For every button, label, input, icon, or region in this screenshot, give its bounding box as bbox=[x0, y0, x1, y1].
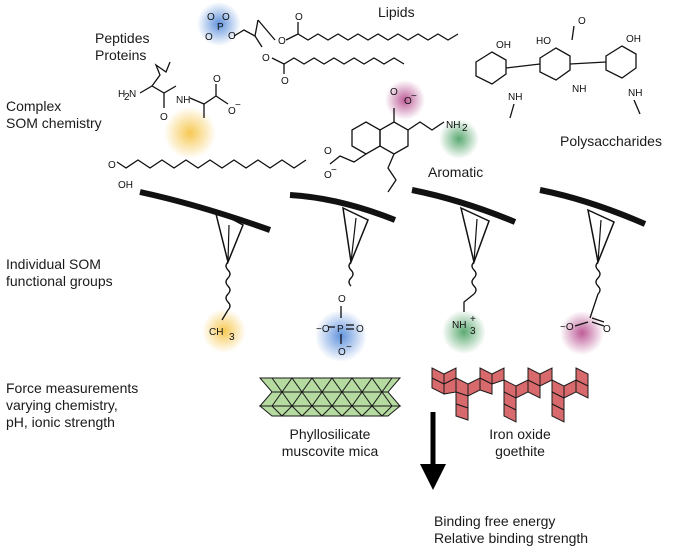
svg-text:NH: NH bbox=[446, 120, 460, 131]
cantilever-amine: NH 3 + bbox=[411, 187, 517, 337]
aromatic-label: Aromatic bbox=[428, 164, 484, 180]
svg-text:O: O bbox=[603, 324, 611, 335]
svg-text:OH: OH bbox=[626, 34, 641, 45]
svg-text:O: O bbox=[338, 294, 346, 305]
force-label-line2: varying chemistry, bbox=[6, 397, 118, 413]
individual-som-label-line2: functional groups bbox=[6, 273, 113, 289]
individual-som-label-line1: Individual SOM bbox=[6, 256, 101, 272]
cantilever-ch3: CH 3 bbox=[139, 189, 272, 343]
svg-text:O: O bbox=[578, 16, 586, 27]
amine-group-highlight bbox=[442, 310, 486, 354]
goethite-label-line2: goethite bbox=[495, 443, 545, 459]
svg-text:O: O bbox=[160, 112, 168, 123]
ch3-highlight bbox=[202, 309, 246, 353]
aromatic-carboxyl-highlight bbox=[385, 80, 425, 120]
svg-text:O: O bbox=[390, 87, 398, 98]
svg-text:O: O bbox=[324, 146, 332, 157]
svg-text:−: − bbox=[235, 100, 241, 111]
outcome-label-line2: Relative binding strength bbox=[434, 530, 589, 546]
svg-text:HO: HO bbox=[536, 36, 551, 47]
svg-text:O: O bbox=[213, 74, 221, 85]
svg-text:O: O bbox=[228, 106, 236, 117]
outcome-label-line1: Binding free energy bbox=[434, 513, 556, 529]
mica-label-line2: muscovite mica bbox=[281, 443, 379, 459]
svg-text:O: O bbox=[207, 12, 215, 23]
svg-text:O: O bbox=[338, 347, 346, 358]
svg-text:NH: NH bbox=[628, 88, 642, 99]
aromatic-amine-highlight bbox=[439, 119, 479, 159]
force-label-line3: pH, ionic strength bbox=[6, 414, 115, 430]
down-arrow-icon bbox=[420, 412, 446, 490]
aromatic-molecule: O O − NH 2 O − O bbox=[324, 87, 468, 193]
svg-text:O: O bbox=[295, 12, 303, 23]
svg-text:O: O bbox=[108, 160, 116, 171]
svg-text:O: O bbox=[222, 12, 230, 23]
svg-text:H: H bbox=[118, 89, 125, 100]
svg-text:OH: OH bbox=[118, 180, 133, 191]
svg-text:NH: NH bbox=[508, 92, 522, 103]
svg-text:3: 3 bbox=[470, 326, 476, 337]
svg-text:P: P bbox=[337, 324, 344, 335]
peptide-highlight bbox=[164, 107, 216, 159]
lipid-molecule: O P O O O O O O O bbox=[205, 12, 459, 87]
lipids-label: Lipids bbox=[378, 4, 415, 20]
force-label-line1: Force measurements bbox=[6, 380, 139, 396]
svg-text:NH: NH bbox=[572, 84, 586, 95]
svg-text:OH: OH bbox=[496, 40, 511, 51]
complex-som-label-line2: SOM chemistry bbox=[6, 115, 102, 131]
svg-text:O: O bbox=[262, 53, 270, 64]
peptide-molecule: H 2 N O NH O O − bbox=[118, 61, 241, 123]
svg-text:O: O bbox=[205, 32, 213, 43]
svg-text:O: O bbox=[281, 76, 289, 87]
mica-label-line1: Phyllosilicate bbox=[289, 426, 371, 442]
svg-text:O: O bbox=[356, 324, 364, 335]
proteins-label: Proteins bbox=[95, 47, 147, 63]
polysaccharides-label: Polysaccharides bbox=[560, 133, 662, 149]
svg-text:NH: NH bbox=[452, 320, 466, 331]
svg-text:CH: CH bbox=[209, 327, 223, 338]
goethite-label-line1: Iron oxide bbox=[489, 426, 551, 442]
cantilever-carboxylate: −O O bbox=[539, 187, 647, 335]
fatty-acid-molecule: O OH bbox=[108, 159, 307, 191]
svg-text:NH: NH bbox=[176, 95, 190, 106]
polysaccharide-molecule: OH HO OH NH NH NH O bbox=[475, 16, 642, 119]
svg-text:N: N bbox=[129, 89, 136, 100]
phosphate-highlight bbox=[197, 2, 241, 46]
peptides-label: Peptides bbox=[95, 30, 150, 46]
svg-text:3: 3 bbox=[229, 332, 235, 343]
complex-som-label-line1: Complex bbox=[6, 98, 62, 114]
carboxylate-group-highlight bbox=[560, 311, 604, 355]
cantilever-phosphate: O −O P O O − bbox=[289, 192, 397, 358]
mica-mineral bbox=[258, 377, 402, 417]
svg-text:2: 2 bbox=[124, 92, 130, 103]
svg-text:O: O bbox=[404, 96, 412, 107]
svg-text:−: − bbox=[331, 165, 337, 176]
svg-text:−: − bbox=[346, 342, 352, 353]
svg-text:+: + bbox=[470, 314, 476, 325]
svg-text:O: O bbox=[324, 170, 332, 181]
svg-text:−O: −O bbox=[316, 324, 330, 335]
goethite-mineral bbox=[431, 367, 589, 423]
svg-text:−: − bbox=[411, 91, 417, 102]
svg-text:−O: −O bbox=[560, 322, 574, 333]
svg-text:O: O bbox=[228, 31, 236, 42]
svg-text:O: O bbox=[278, 36, 286, 47]
svg-text:2: 2 bbox=[462, 123, 468, 134]
svg-text:P: P bbox=[217, 22, 224, 33]
